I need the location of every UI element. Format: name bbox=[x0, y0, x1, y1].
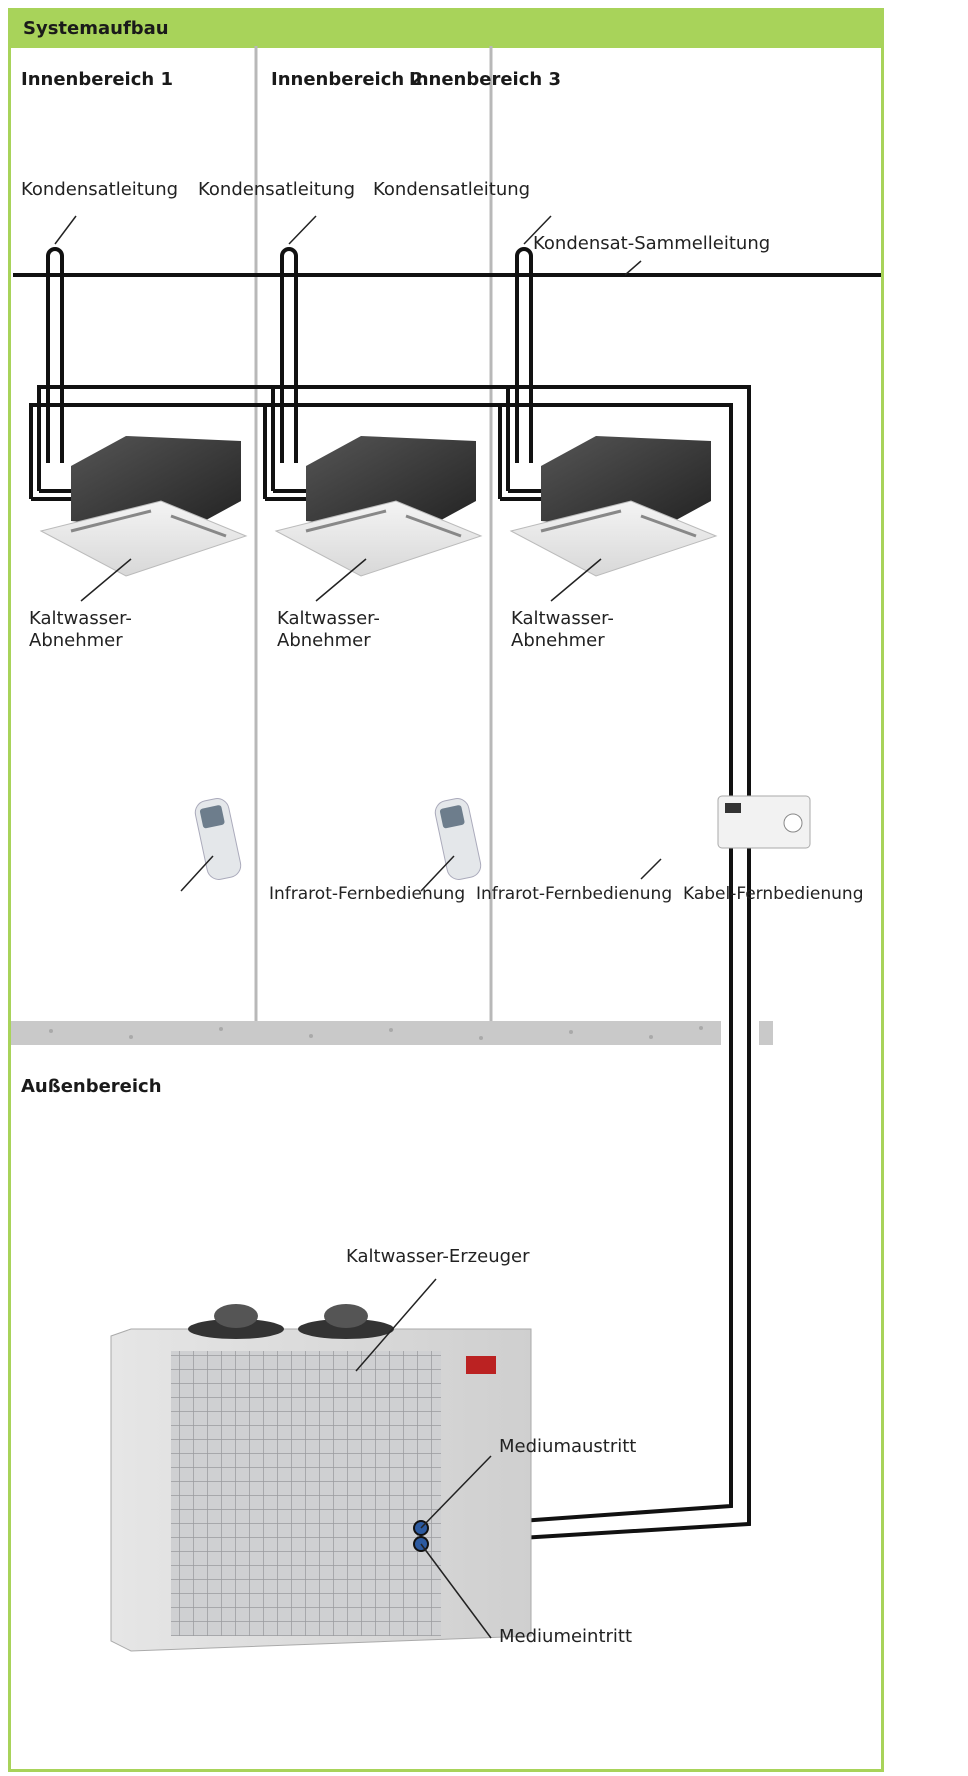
label-unit-3-line1: Kaltwasser- bbox=[511, 608, 614, 629]
label-remote-cable: Kabel-Fernbedienung bbox=[683, 884, 864, 904]
label-condensate-2: Kondensatleitung bbox=[198, 179, 356, 200]
ir-remote-icon bbox=[194, 798, 482, 880]
pipe-outer bbox=[37, 385, 751, 1546]
zone-outdoor: Außenbereich bbox=[21, 1076, 162, 1097]
condensate-loop-3 bbox=[515, 247, 533, 463]
condensate-loops bbox=[46, 247, 533, 463]
cassette-unit-3 bbox=[509, 436, 718, 577]
label-remote-2: Infrarot-Fernbedienung bbox=[269, 884, 466, 904]
zone-indoor-1: Innenbereich 1 bbox=[21, 69, 173, 90]
condensate-loop-2 bbox=[280, 247, 298, 463]
pipe-inner bbox=[29, 403, 733, 1530]
label-unit-1-line1: Kaltwasser- bbox=[29, 608, 132, 629]
leader-lines bbox=[54, 215, 662, 1639]
zone-indoor-2: Innenbereich 2 bbox=[271, 69, 423, 90]
chiller-unit-icon bbox=[110, 1304, 532, 1652]
cassette-unit-2 bbox=[274, 436, 483, 577]
label-unit-1-line2: Abnehmer bbox=[29, 630, 123, 651]
label-unit-3-line2: Abnehmer bbox=[511, 630, 605, 651]
label-remote-3: Infrarot-Fernbedienung bbox=[476, 884, 673, 904]
condensate-loop-1 bbox=[46, 247, 64, 463]
label-inlet: Mediumeintritt bbox=[499, 1626, 633, 1647]
fan-icon bbox=[188, 1304, 394, 1339]
wall-thermostat-icon bbox=[717, 795, 811, 849]
diagram-frame: Systemaufbau bbox=[8, 8, 884, 1772]
label-unit-2-line1: Kaltwasser- bbox=[277, 608, 380, 629]
label-condensate-3: Kondensatleitung bbox=[373, 179, 531, 200]
zone-indoor-3: Innenbereich 3 bbox=[409, 69, 561, 90]
system-diagram-svg bbox=[11, 46, 881, 1652]
title-bar: Systemaufbau bbox=[11, 11, 881, 48]
label-chiller: Kaltwasser-Erzeuger bbox=[346, 1246, 530, 1267]
floor-slab bbox=[11, 1021, 773, 1045]
cassette-unit-icon bbox=[39, 436, 718, 577]
room-dividers bbox=[254, 46, 493, 1026]
label-unit-2-line2: Abnehmer bbox=[277, 630, 371, 651]
label-condensate-1: Kondensatleitung bbox=[21, 179, 179, 200]
label-outlet: Mediumaustritt bbox=[499, 1436, 637, 1457]
chilled-water-pipes bbox=[29, 385, 751, 1546]
diagram-title: Systemaufbau bbox=[23, 18, 169, 39]
cassette-unit-1 bbox=[39, 436, 248, 577]
label-condensate-collector: Kondensat-Sammelleitung bbox=[533, 233, 771, 254]
